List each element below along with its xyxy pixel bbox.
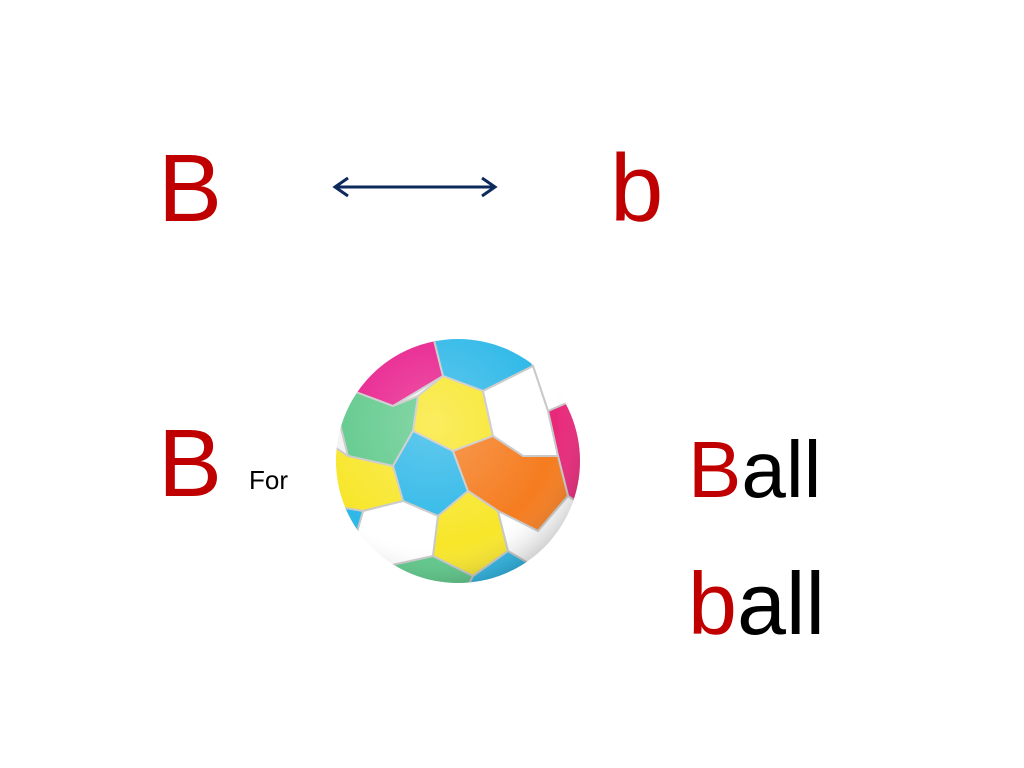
word-ball-lowercase: ball <box>688 560 825 648</box>
word-rest: all <box>736 554 825 653</box>
word-rest: all <box>741 425 822 514</box>
for-letter: B <box>158 410 223 517</box>
uppercase-letter: B <box>158 135 223 242</box>
word-initial: B <box>688 425 742 514</box>
word-ball-capitalized: Ball <box>688 430 821 510</box>
for-label: For <box>249 465 288 495</box>
soccer-ball-icon <box>336 339 580 583</box>
double-arrow-icon <box>332 176 498 198</box>
lowercase-letter: b <box>610 135 664 242</box>
word-initial: b <box>688 554 737 653</box>
